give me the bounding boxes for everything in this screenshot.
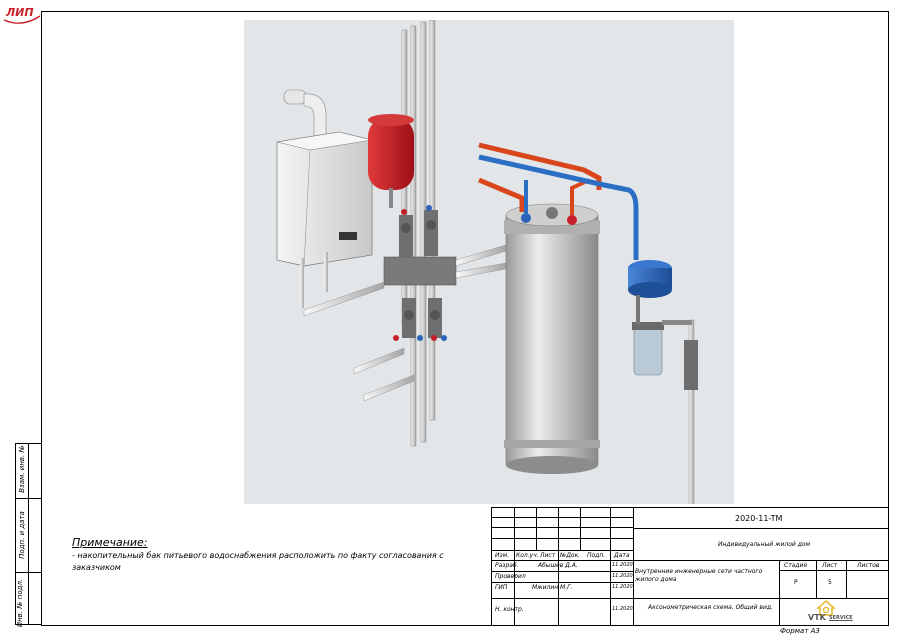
company-logo: ЛИП — [2, 4, 42, 26]
water-filter — [632, 295, 698, 506]
stage-header: Стадия — [784, 562, 808, 569]
red-expansion-tank — [368, 114, 414, 208]
company-mark: VTK SERVICE — [788, 600, 878, 624]
company-name: VTK — [808, 613, 826, 622]
house-icon — [816, 600, 836, 616]
object-name: Индивидуальный жилой дом — [718, 541, 811, 548]
row-name-gip: Мжилин М.Г. — [532, 584, 573, 591]
col-header-list: Лист — [540, 552, 556, 559]
row-date-n-kontr: 11.2020 — [612, 606, 633, 612]
side-label-sign-date: Подп. и дата — [17, 511, 26, 559]
storage-water-tank — [504, 203, 600, 474]
axonometric-drawing — [244, 19, 734, 506]
pump-manifold — [303, 205, 507, 402]
sheets-header: Листов — [857, 562, 880, 569]
company-sub: SERVICE — [829, 615, 853, 621]
drawing-code: 2020-11-TM — [735, 514, 783, 523]
side-label-replace-inv: Взам. инв. № — [17, 445, 26, 493]
row-date-proveril: 11.2020 — [612, 573, 633, 579]
col-header-izm: Изм. — [495, 552, 510, 559]
drawing-title: Аксонометрическая схема. Общий вид. — [648, 604, 773, 611]
sheet-frame — [41, 11, 889, 626]
cold-water-lines — [478, 154, 639, 260]
col-header-date: Дата — [614, 552, 630, 559]
row-name-razrab: Абышев Д.А. — [538, 562, 578, 569]
row-date-gip: 11.2020 — [612, 584, 633, 590]
logo-mark: ЛИП — [3, 6, 41, 24]
logo-text: ЛИП — [5, 6, 34, 19]
sheet-header: Лист — [822, 562, 838, 569]
col-header-doc-no: №Док. — [560, 552, 581, 559]
row-role-razrab: Разраб. — [495, 562, 519, 569]
col-header-kol-uch: Кол.уч. — [516, 552, 539, 559]
side-strip-divider — [28, 443, 29, 625]
sheet-value: 5 — [828, 579, 832, 586]
gas-boiler — [276, 89, 373, 308]
note-title: Примечание: — [72, 536, 148, 549]
section-title: Внутренние инженерные сети частного жило… — [635, 568, 763, 583]
title-block: 2020-11-TM Индивидуальный жилой дом Внут… — [491, 507, 889, 626]
col-header-sign: Подп. — [587, 552, 606, 559]
side-label-inv-no: Инв. № подл. — [16, 578, 25, 628]
sheet-format: Формат А3 — [780, 627, 820, 635]
boiler-room-illustration — [276, 19, 698, 506]
row-role-proveril: Проверил — [495, 573, 526, 580]
row-date-razrab: 11.2020 — [612, 562, 633, 568]
row-role-n-kontr: Н. контр. — [495, 606, 524, 613]
blue-expansion-tank — [628, 260, 672, 298]
row-role-gip: ГИП — [495, 584, 508, 591]
note-text: - накопительный бак питьевого водоснабже… — [72, 551, 444, 572]
stage-value: Р — [794, 579, 798, 586]
